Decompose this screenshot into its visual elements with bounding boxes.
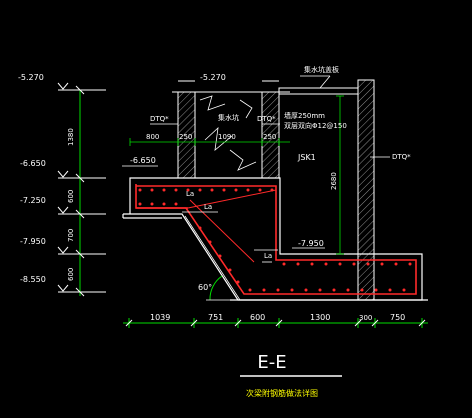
note-line1: 墙厚250mm [284, 111, 325, 120]
rebar-dots [138, 188, 412, 292]
elevation-label-4: -7.950 [20, 237, 46, 246]
note-line2: 双层双向Φ12@150 [284, 121, 347, 130]
leader-lines [122, 75, 390, 249]
bdim-750: 750 [390, 313, 405, 322]
rebar-cage [135, 184, 417, 295]
room-cracks [199, 95, 257, 171]
elevation-ladder [57, 82, 106, 297]
dim-1090: 1090 [218, 133, 236, 141]
angle-arc [209, 275, 223, 301]
elev-top-mid: -5.270 [200, 73, 226, 82]
dim-800: 800 [146, 133, 159, 141]
elevation-label-1: -5.270 [18, 73, 44, 82]
vdim-600-b: 600 [67, 268, 75, 281]
angle-label: 60° [198, 283, 212, 292]
bdim-1300: 1300 [310, 313, 330, 322]
dim-250-b: 250 [263, 133, 276, 141]
bdim-1039: 1039 [150, 313, 170, 322]
dtq-right: DTQ* [392, 153, 411, 161]
inner-dims [129, 95, 344, 255]
elev-left-mid: -6.650 [130, 156, 156, 165]
right-wall [357, 79, 375, 301]
bdim-751: 751 [208, 313, 223, 322]
slope-inner [184, 215, 241, 301]
elevation-label-3: -7.250 [20, 196, 46, 205]
la-1: La [186, 190, 194, 198]
concrete-section [122, 177, 428, 301]
elevation-label-5: -8.550 [20, 275, 46, 284]
bdim-600: 600 [250, 313, 265, 322]
room-label: 集水坑 [218, 113, 239, 122]
vdim-700: 700 [67, 229, 75, 242]
elev-bottom-mid: -7.950 [298, 239, 324, 248]
elevation-label-2: -6.650 [20, 159, 46, 168]
pit-cover-slab [278, 87, 359, 95]
height-2680: 2680 [330, 172, 338, 190]
vdim-600-a: 600 [67, 190, 75, 203]
dtq-mid: DTQ* [257, 115, 276, 123]
pit-top-label: 集水坑盖板 [304, 65, 339, 74]
jsk-label: JSK1 [297, 153, 316, 162]
dtq-left: DTQ* [150, 115, 169, 123]
drawing-subtitle: 次梁附钢筋做法详图 [246, 388, 318, 398]
bdim-300: 300 [359, 314, 372, 322]
vdim-1380: 1380 [67, 128, 75, 146]
la-2: La [204, 203, 212, 211]
drawing-title: E-E [257, 352, 286, 373]
la-3: La [264, 252, 272, 260]
dim-250-a: 250 [179, 133, 192, 141]
